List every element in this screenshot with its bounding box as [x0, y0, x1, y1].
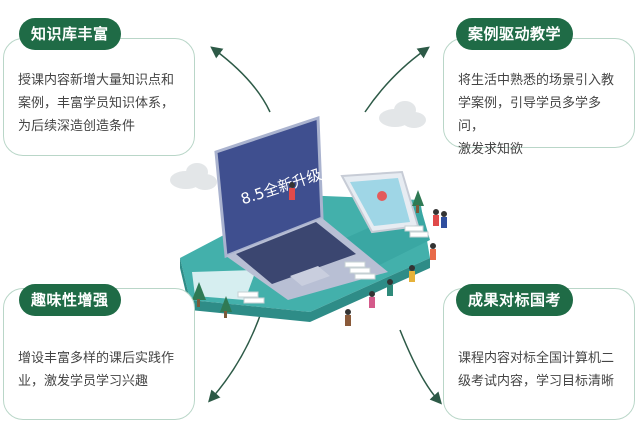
feature-desc-line: 为后续深造创造条件 — [18, 119, 136, 134]
feature-title-fun: 趣味性增强 — [19, 284, 121, 316]
feature-desc-line: 授课内容新增大量知识点和 — [18, 73, 175, 88]
feature-description: 将生活中熟悉的场景引入教 学案例，引导学员多学多问， 激发求知欲 — [458, 69, 622, 161]
feature-desc-line: 增设丰富多样的课后实践作 — [18, 351, 175, 366]
feature-title-knowledge: 知识库丰富 — [19, 18, 121, 50]
arrow-up-left — [210, 46, 271, 113]
feature-card-knowledge: 授课内容新增大量知识点和 案例，丰富学员知识体系， 为后续深造创造条件 — [3, 38, 195, 156]
feature-description: 授课内容新增大量知识点和 案例，丰富学员知识体系， 为后续深造创造条件 — [18, 69, 182, 138]
trees — [192, 190, 424, 318]
feature-desc-line: 课程内容对标全国计算机二 — [458, 351, 615, 366]
feature-desc-line: 激发求知欲 — [458, 142, 524, 157]
feature-desc-line: 级考试内容，学习目标清晰 — [458, 374, 615, 389]
feature-title-exam: 成果对标国考 — [456, 284, 574, 316]
feature-desc-line: 学案例，引导学员多学多问， — [458, 96, 602, 134]
feature-desc-line: 业，激发学员学习兴趣 — [18, 374, 149, 389]
feature-title-case-driven: 案例驱动教学 — [456, 18, 574, 50]
people-figures — [289, 182, 447, 326]
cloud-left — [170, 163, 217, 190]
arrow-down-left — [208, 309, 263, 403]
feature-description: 课程内容对标全国计算机二 级考试内容，学习目标清晰 — [458, 347, 622, 393]
cloud-right — [379, 101, 426, 128]
stairs — [237, 225, 429, 304]
feature-description: 增设丰富多样的课后实践作 业，激发学员学习兴趣 — [18, 347, 182, 393]
arrow-down-right — [399, 329, 443, 405]
arrow-up-right — [364, 46, 430, 113]
feature-desc-line: 案例，丰富学员知识体系， — [18, 96, 175, 111]
platform-edge — [180, 258, 430, 322]
feature-desc-line: 将生活中熟悉的场景引入教 — [458, 73, 615, 88]
feature-card-case-driven: 将生活中熟悉的场景引入教 学案例，引导学员多学多问， 激发求知欲 — [443, 38, 635, 157]
